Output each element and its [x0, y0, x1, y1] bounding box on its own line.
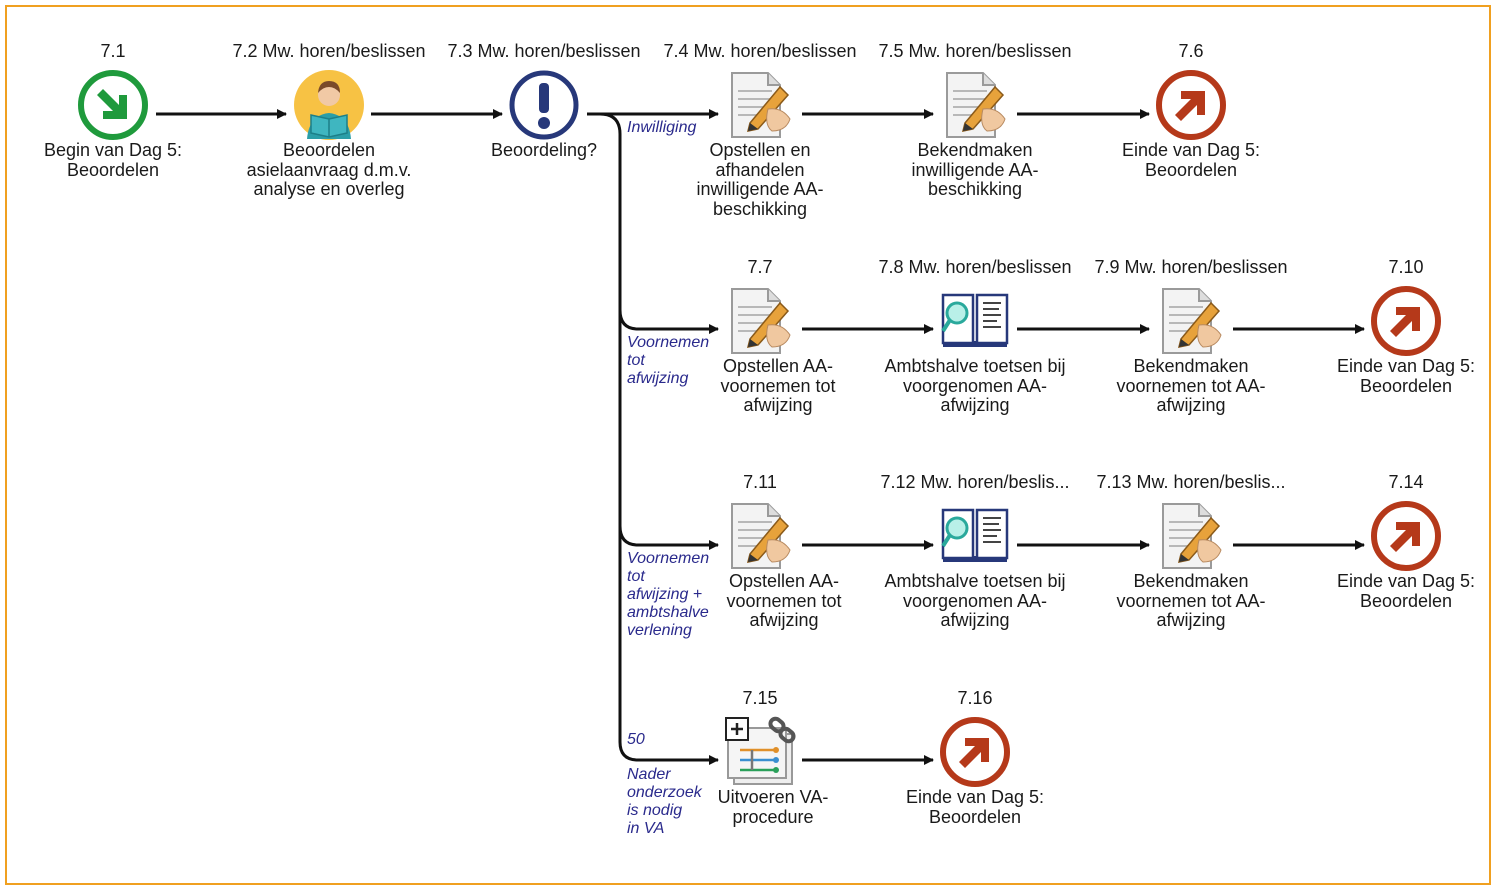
connector-layer [156, 109, 1365, 765]
condition-voornemen-afwijzing: Voornemen tot afwijzing [627, 334, 710, 387]
document-edit-icon [724, 500, 796, 572]
subprocess-icon [724, 716, 796, 788]
node-id: 7.6 [1178, 41, 1204, 61]
node-id: 7.12 Mw. horen/beslis... [880, 472, 1070, 492]
node-label: Bekendmaken voornemen tot AA- afwijzing [1116, 571, 1266, 630]
node-label: Ambtshalve toetsen bij voorgenomen AA- a… [884, 571, 1066, 630]
node-label: Begin van Dag 5: Beoordelen [43, 140, 183, 180]
node-label: Bekendmaken voornemen tot AA- afwijzing [1116, 356, 1266, 415]
condition-inwilliging: Inwilliging [627, 119, 697, 136]
end-event-icon [1155, 69, 1227, 141]
document-edit-icon [1155, 285, 1227, 357]
document-edit-icon [1155, 500, 1227, 572]
node-id: 7.16 [957, 688, 993, 708]
condition-percentage: 50 [627, 731, 645, 748]
book-search-icon [939, 500, 1011, 572]
node-label: Bekendmaken inwilligende AA- beschikking [911, 140, 1039, 199]
end-event-icon [1370, 285, 1442, 357]
node-id: 7.14 [1388, 472, 1424, 492]
node-id: 7.1 [100, 41, 126, 61]
start-event-icon [77, 69, 149, 141]
node-id: 7.15 [742, 688, 778, 708]
node-label: Einde van Dag 5: Beoordelen [1336, 571, 1476, 611]
node-label: Uitvoeren VA- procedure [717, 787, 829, 827]
node-label: Beoordeling? [490, 140, 598, 160]
document-edit-icon [724, 285, 796, 357]
node-id: 7.7 [747, 257, 773, 277]
node-label: Einde van Dag 5: Beoordelen [905, 787, 1045, 827]
person-reading-icon [293, 69, 365, 141]
flow-73-77 [618, 309, 719, 334]
node-label: Einde van Dag 5: Beoordelen [1121, 140, 1261, 180]
flow-73-711 [618, 525, 719, 550]
node-id: 7.5 Mw. horen/beslissen [878, 41, 1072, 61]
condition-nader-onderzoek: Nader onderzoek is nodig in VA [627, 766, 702, 837]
node-id: 7.3 Mw. horen/beslissen [447, 41, 641, 61]
book-search-icon [939, 285, 1011, 357]
node-label: Opstellen en afhandelen inwilligende AA-… [696, 140, 824, 219]
node-id: 7.11 [743, 472, 777, 492]
node-label: Opstellen AA- voornemen tot afwijzing [726, 571, 842, 630]
node-label: Einde van Dag 5: Beoordelen [1336, 356, 1476, 396]
document-edit-icon [939, 69, 1011, 141]
condition-voornemen-afwijzing-ambtshalve: Voornemen tot afwijzing + ambtshalve ver… [627, 550, 710, 639]
node-label: Beoordelen asielaanvraag d.m.v. analyse … [246, 140, 412, 199]
exclamation-gateway-icon [508, 69, 580, 141]
node-id: 7.10 [1388, 257, 1424, 277]
node-label: Ambtshalve toetsen bij voorgenomen AA- a… [884, 356, 1066, 415]
end-event-icon [1370, 500, 1442, 572]
node-label: Opstellen AA- voornemen tot afwijzing [720, 356, 836, 415]
node-id: 7.4 Mw. horen/beslissen [663, 41, 857, 61]
node-id: 7.2 Mw. horen/beslissen [232, 41, 426, 61]
node-id: 7.9 Mw. horen/beslissen [1094, 257, 1288, 277]
node-id: 7.13 Mw. horen/beslis... [1096, 472, 1286, 492]
document-edit-icon [724, 69, 796, 141]
node-id: 7.8 Mw. horen/beslissen [878, 257, 1072, 277]
gateway-branch-line [599, 112, 639, 762]
end-event-icon [939, 716, 1011, 788]
